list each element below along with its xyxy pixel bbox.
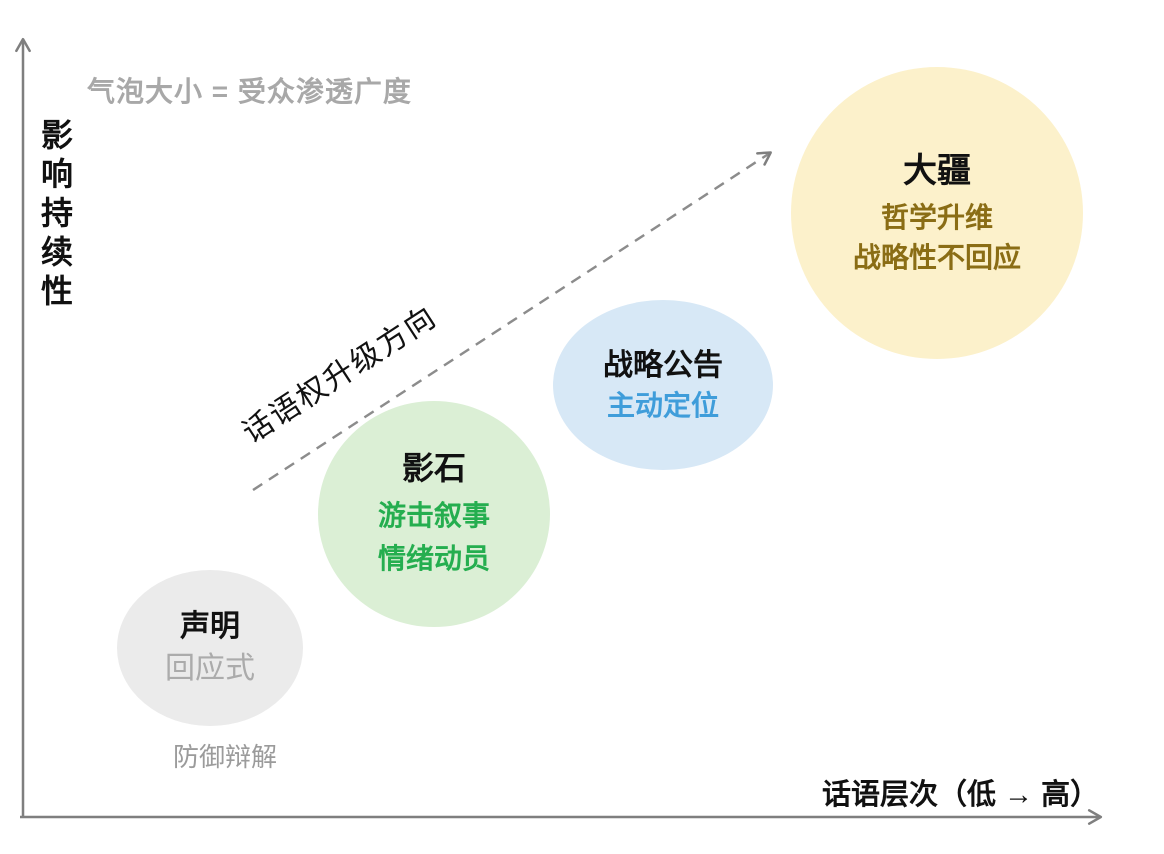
x-axis-label: 话语层次（低 → 高） — [822, 779, 1100, 811]
bubble-title: 影石 — [401, 450, 466, 487]
upgrade-direction-dashed-arrow — [252, 151, 772, 492]
bubble-dji: 大疆 哲学升维 战略性不回应 — [791, 67, 1083, 359]
bubble-title: 大疆 — [903, 151, 971, 190]
bubble-sublabel: 战略性不回应 — [852, 242, 1021, 274]
y-axis-label: 影响持续性 — [37, 118, 73, 313]
bubble-strategy-announcement: 战略公告 主动定位 — [553, 300, 773, 470]
bubble-yingshi: 影石 游击叙事 情绪动员 — [318, 401, 550, 627]
bubble-title: 声明 — [180, 610, 240, 644]
bubble-sublabel: 游击叙事 — [377, 499, 490, 531]
size-legend-label: 气泡大小 = 受众渗透广度 — [87, 76, 412, 107]
bubble-statement-caption: 防御辩解 — [172, 742, 277, 772]
bubble-statement: 声明 回应式 — [117, 570, 303, 726]
bubble-sublabel: 情绪动员 — [377, 543, 490, 575]
bubble-sublabel: 主动定位 — [606, 389, 719, 421]
bubble-sublabel: 回应式 — [165, 652, 255, 686]
bubble-sublabel: 哲学升维 — [880, 202, 993, 234]
bubble-title: 战略公告 — [603, 348, 723, 382]
